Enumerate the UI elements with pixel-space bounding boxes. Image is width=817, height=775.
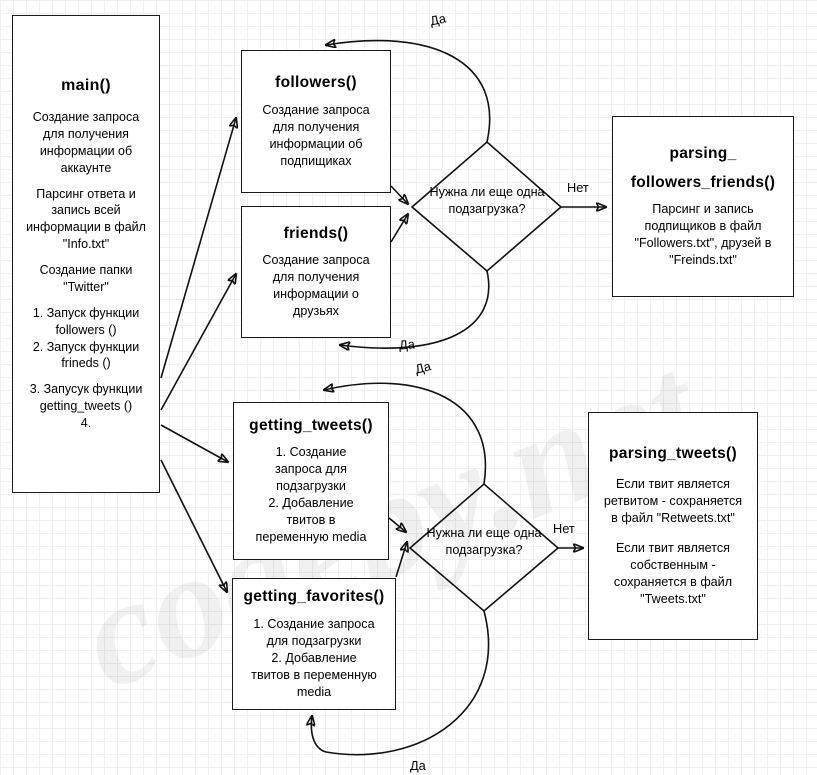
- node-pff-title-line2: followers_friends(): [630, 173, 776, 191]
- node-followers-title: followers(): [275, 74, 357, 92]
- edge-main-to-followers: [160, 118, 236, 379]
- decision-top-shape: [410, 140, 563, 273]
- node-friends-title: friends(): [283, 224, 349, 242]
- node-getting-tweets-body: 1. Создание запроса для подзагрузки 2. Д…: [255, 445, 367, 545]
- decision-bottom-shape: [408, 482, 560, 613]
- node-getting-tweets-title: getting_tweets(): [249, 416, 373, 434]
- node-pff-body: Парсинг и запись подпищиков в файл "Foll…: [634, 201, 772, 267]
- node-friends[interactable]: friends() Создание запроса для получения…: [241, 206, 391, 338]
- edge-label-yes-friends-loop: Да: [398, 336, 416, 353]
- edge-label-no-to-parsing-followers-friends: Нет: [567, 180, 589, 195]
- node-main-line-4: 1. Запуск функции followers () 2. Запуск…: [32, 305, 140, 371]
- edge-getting-favorites-to-decision-bottom: [395, 542, 407, 578]
- node-getting-favorites-body: 1. Создание запроса для подзагрузки 2. Д…: [251, 616, 377, 699]
- edge-main-to-friends: [160, 274, 236, 411]
- edge-main-to-getting-favorites: [160, 459, 227, 592]
- node-parsing-tweets-title: parsing_tweets(): [609, 444, 737, 462]
- edge-friends-to-decision-top: [390, 214, 408, 243]
- edge-label-yes-favorites-loop: Да: [410, 758, 426, 773]
- node-main-line-5: 3. Запусук функции getting_tweets () 4.: [29, 382, 143, 431]
- node-parsing-tweets[interactable]: parsing_tweets() Если твит является ретв…: [588, 412, 758, 640]
- node-getting-favorites[interactable]: getting_favorites() 1. Создание запроса …: [232, 578, 396, 710]
- node-pff-title-line1: parsing_: [669, 145, 737, 163]
- edge-main-to-getting-tweets: [160, 424, 228, 462]
- edge-label-no-to-parsing-tweets: Нет: [553, 521, 575, 536]
- node-main-title: main(): [61, 77, 111, 95]
- node-followers[interactable]: followers() Создание запроса для получен…: [241, 50, 391, 193]
- edge-followers-to-decision-top: [390, 185, 408, 204]
- node-parsing-tweets-body-2: Если твит является собственным - сохраня…: [613, 541, 733, 607]
- node-main[interactable]: main() Создание запроса для получения ин…: [12, 15, 160, 493]
- edge-label-yes-tweets-loop: Да: [413, 358, 433, 377]
- node-getting-favorites-title: getting_favorites(): [243, 588, 385, 606]
- decision-top-label[interactable]: Нужна ли еще одна подзагрузка?: [429, 185, 545, 216]
- node-main-line-3: Создание папки "Twitter": [39, 263, 133, 294]
- decision-bottom-label[interactable]: Нужна ли еще одна подзагрузка?: [426, 526, 542, 557]
- edge-getting-tweets-to-decision-bottom: [388, 517, 406, 532]
- node-parsing-followers-friends[interactable]: parsing_ followers_friends() Парсинг и з…: [612, 116, 794, 297]
- node-main-line-2: Парсинг ответа и запись всей информации …: [26, 186, 146, 252]
- node-parsing-tweets-body-1: Если твит является ретвитом - сохраняетс…: [603, 477, 743, 526]
- node-followers-body: Создание запроса для получения информаци…: [262, 102, 370, 168]
- node-friends-body: Создание запроса для получения информаци…: [262, 253, 370, 319]
- node-main-line-1: Создание запроса для получения информаци…: [32, 110, 140, 175]
- edge-label-yes-followers-loop: Да: [428, 10, 448, 29]
- node-getting-tweets[interactable]: getting_tweets() 1. Создание запроса для…: [233, 402, 389, 560]
